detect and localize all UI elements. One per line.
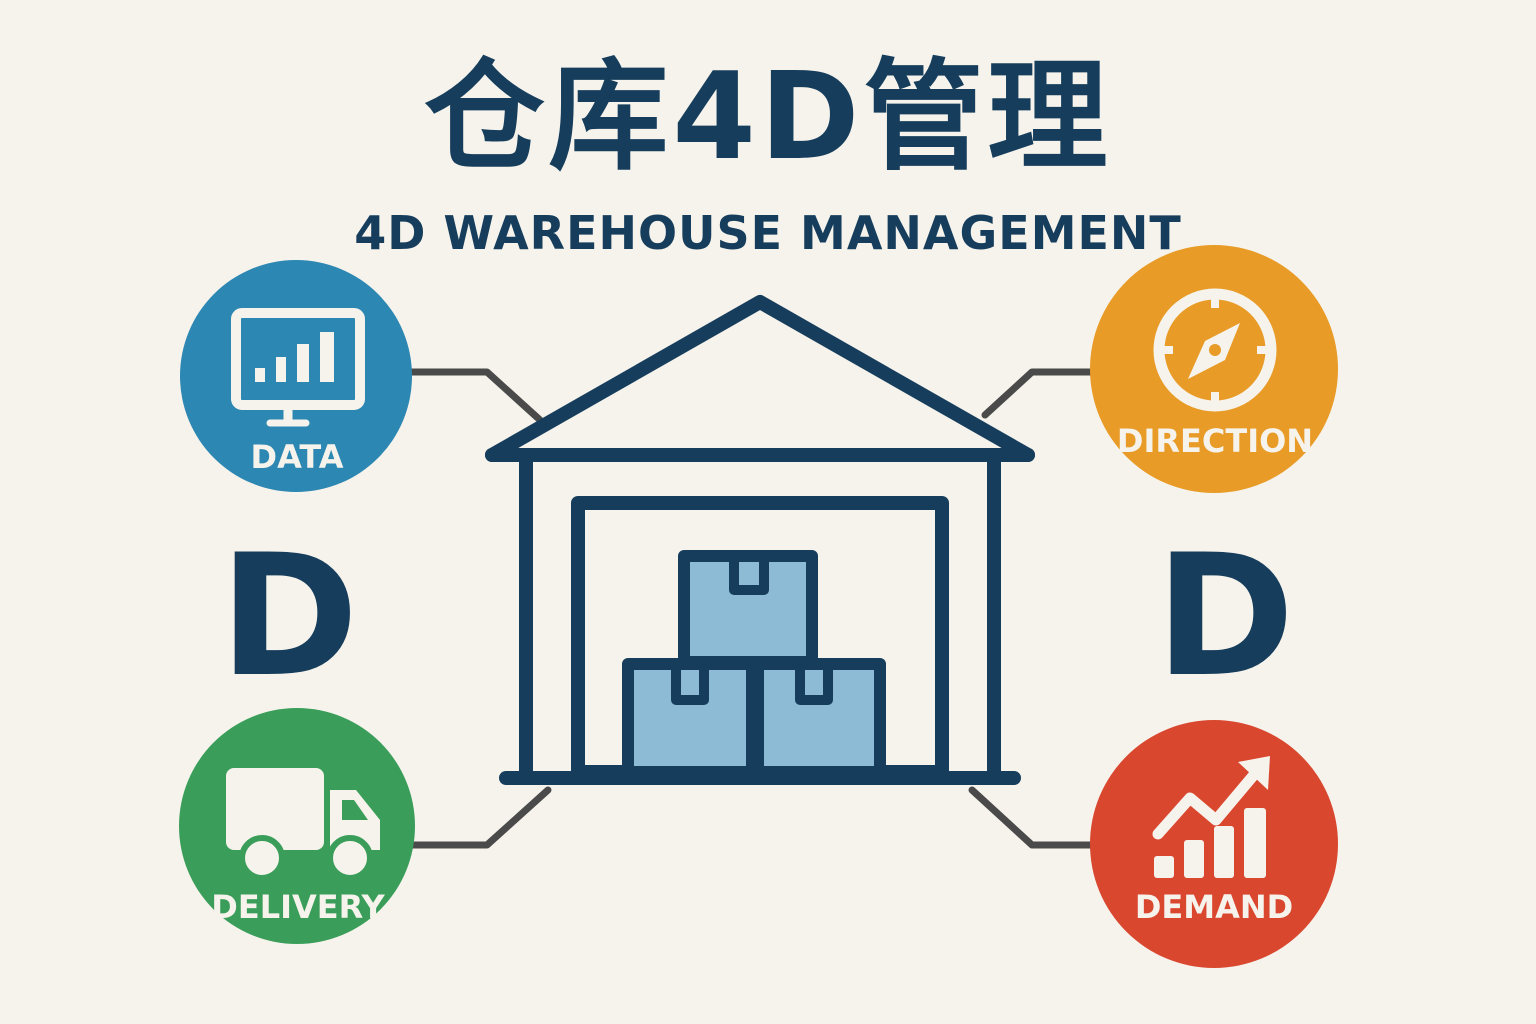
connector-demand <box>968 786 1096 849</box>
delivery-label: DELIVERY <box>211 888 385 926</box>
page-subtitle: 4D WAREHOUSE MANAGEMENT <box>354 206 1182 260</box>
box-left-tape <box>671 668 709 705</box>
box-right <box>752 658 886 778</box>
dimension-direction: DIRECTION <box>1090 245 1338 493</box>
trend-up-bar-chart-icon <box>1152 756 1270 878</box>
direction-circle <box>1090 245 1338 493</box>
stacked-boxes-icon <box>622 550 886 778</box>
box-top-tape <box>729 560 769 595</box>
dimension-data: DATA <box>180 260 412 492</box>
left-letter: D <box>219 518 358 714</box>
data-label: DATA <box>251 438 344 476</box>
monitor-bar-chart-icon <box>231 308 365 427</box>
connector-data <box>408 368 544 424</box>
demand-label: DEMAND <box>1135 888 1293 926</box>
truck-icon <box>226 768 380 881</box>
page-title: 仓库4D管理 <box>424 48 1112 187</box>
box-right-tape <box>795 668 833 705</box>
box-left <box>622 658 758 778</box>
dimension-delivery: DELIVERY <box>179 708 415 944</box>
warehouse-icon <box>485 295 1035 785</box>
connector-delivery <box>408 786 552 849</box>
connector-direction <box>981 368 1096 419</box>
connectors <box>408 368 1096 849</box>
right-letter: D <box>1155 518 1294 714</box>
compass-icon <box>1153 288 1277 412</box>
direction-label: DIRECTION <box>1117 422 1313 460</box>
dimension-demand: DEMAND <box>1090 720 1338 968</box>
box-top <box>678 550 818 668</box>
